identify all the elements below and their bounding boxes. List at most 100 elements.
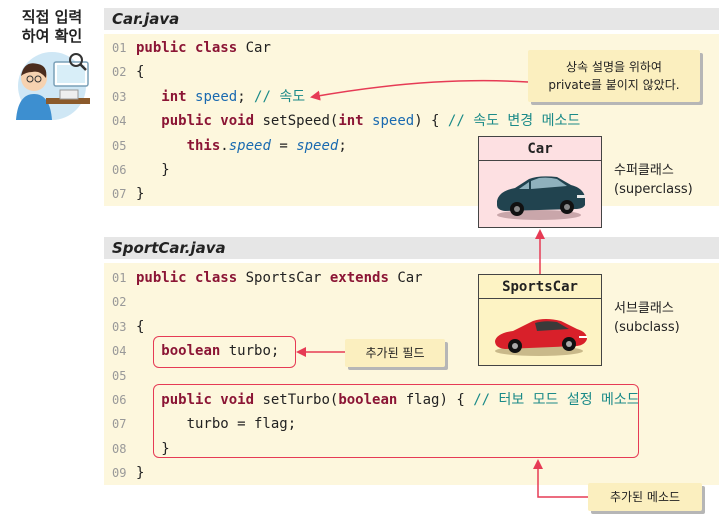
code-text: int speed; // 속도: [136, 85, 305, 109]
sports-car-icon: [495, 319, 587, 356]
subclass-label-korean: 서브클래스: [614, 301, 674, 316]
code-line: 02: [104, 290, 719, 314]
badge-line-1: 직접 입력: [21, 8, 83, 26]
code-line: 03 int speed; // 속도: [104, 85, 719, 109]
line-number: 01: [112, 271, 127, 285]
subclass-label-english: (subclass): [614, 320, 680, 335]
line-number: 03: [112, 319, 127, 334]
code-line: 04 public void setSpeed(int speed) { // …: [104, 109, 719, 133]
code-line: 07}: [104, 182, 719, 206]
code-token: // 터보 모드 설정 메소드: [473, 392, 640, 408]
code-token: [364, 113, 372, 129]
code-line: 02 {: [104, 60, 719, 84]
code-token: setSpeed(: [254, 113, 339, 130]
code-text: this.speed = speed;: [136, 134, 347, 158]
code-token: ) {: [414, 113, 448, 130]
code-token: SportsCar: [237, 270, 330, 286]
code-token: ;: [237, 88, 255, 105]
line-number: 04: [112, 114, 127, 129]
code-line: 04 boolean turbo;: [104, 339, 719, 363]
code-token: }: [136, 440, 170, 457]
line-number: 05: [112, 138, 127, 153]
code-token: extends: [329, 270, 389, 286]
badge-line-2: 하여 확인: [21, 27, 83, 45]
code-line: 01 public class Car: [104, 36, 719, 60]
added-method-highlight: [153, 384, 639, 458]
direct-input-badge: 직접 입력 하여 확인: [6, 8, 98, 120]
line-number: 04: [112, 344, 127, 359]
added-field-callout: 추가된 필드: [345, 339, 445, 367]
code-text: public class SportsCar extends Car: [136, 266, 423, 290]
code-token: Car: [237, 40, 271, 56]
code-text: }: [136, 461, 144, 485]
code-text: }: [136, 158, 170, 182]
private-note-line-2: private를 붙이지 않았다.: [548, 78, 680, 92]
code-text: {: [136, 60, 144, 84]
code-token: flag) {: [397, 392, 474, 408]
code-token: // 속도: [254, 88, 306, 105]
private-note-callout: 상속 설명을 위하여 private를 붙이지 않았다.: [528, 50, 700, 102]
line-number: 02: [112, 65, 127, 80]
code-token: }: [136, 162, 170, 178]
code-text: turbo = flag;: [136, 412, 297, 436]
code-token: Car: [388, 270, 423, 286]
code-token: }: [136, 465, 145, 482]
code-token: setTurbo(: [254, 392, 339, 408]
code-token: // 속도 변경 메소드: [447, 113, 581, 130]
code-token: =: [270, 137, 297, 154]
line-number: 07: [112, 187, 127, 202]
superclass-box: Car: [478, 136, 602, 228]
code-token: speed: [372, 113, 415, 130]
sportscar-java-code-block: 01 public class SportsCar extends Car 02 03…: [104, 263, 719, 485]
line-number: 05: [112, 368, 127, 383]
superclass-name: Car: [479, 137, 601, 161]
code-token: ;: [338, 137, 347, 154]
code-token: public class: [136, 270, 238, 286]
line-number: 06: [112, 393, 127, 407]
code-line: 08 }: [104, 437, 719, 461]
code-token: speed: [228, 137, 271, 154]
code-token: int: [338, 113, 364, 130]
line-number: 01: [112, 41, 127, 55]
code-line: 06 public void setTurbo(boolean flag) { …: [104, 388, 719, 412]
code-line: 09}: [104, 461, 719, 485]
code-text: public void setTurbo(boolean flag) { // …: [136, 388, 640, 412]
code-token: public void: [161, 392, 255, 408]
code-token: [136, 113, 161, 129]
line-number: 07: [112, 417, 127, 432]
line-number: 09: [112, 466, 127, 481]
code-token: [136, 138, 187, 154]
code-text: {: [136, 315, 144, 339]
code-token: turbo;: [220, 343, 280, 360]
sportscar-java-title: SportCar.java: [104, 237, 719, 259]
code-text: }: [136, 437, 170, 461]
code-token: public void: [161, 113, 255, 130]
badge-title: 직접 입력 하여 확인: [6, 8, 98, 46]
line-number: 02: [112, 295, 127, 310]
code-text: public class Car: [136, 36, 271, 60]
code-token: }: [136, 186, 145, 203]
programmer-illustration-icon: [16, 52, 90, 120]
subclass-name: SportsCar: [479, 275, 601, 299]
code-line: 03 {: [104, 315, 719, 339]
code-line: 05 this.speed = speed;: [104, 134, 719, 158]
code-token: [187, 89, 195, 105]
code-token: turbo = flag;: [136, 416, 297, 433]
code-token: public class: [136, 40, 238, 56]
code-token: int: [161, 88, 187, 105]
code-token: {: [136, 318, 145, 335]
added-field-highlight: [153, 336, 296, 368]
code-token: boolean: [338, 392, 398, 408]
code-line: 05: [104, 364, 719, 388]
line-number: 06: [112, 163, 127, 177]
added-method-callout: 추가된 메소드: [588, 483, 702, 511]
subclass-box: SportsCar: [478, 274, 602, 366]
code-text: }: [136, 182, 144, 206]
superclass-label: 수퍼클래스 (superclass): [614, 161, 693, 199]
code-token: speed: [195, 88, 238, 105]
line-number: 08: [112, 441, 127, 456]
private-note-line-1: 상속 설명을 위하여: [566, 60, 662, 74]
code-text: public void setSpeed(int speed) { // 속도 …: [136, 109, 580, 133]
car-java-title: Car.java: [104, 8, 719, 30]
code-token: {: [136, 64, 145, 81]
